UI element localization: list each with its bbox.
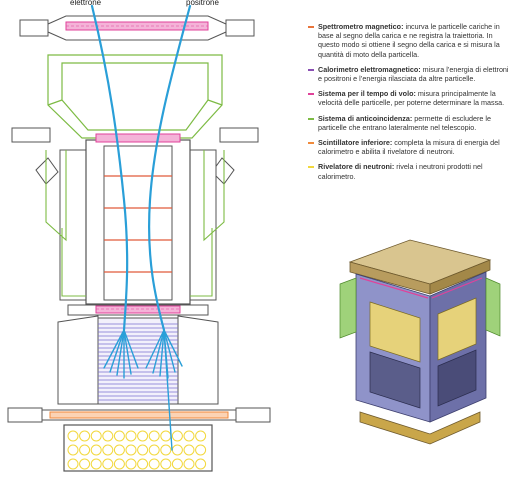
top-tof-assembly: [19, 15, 255, 41]
neutron-tube: [183, 430, 195, 442]
neutron-tube: [79, 458, 91, 470]
neutron-tube: [67, 458, 79, 470]
neutron-tube: [148, 458, 160, 470]
legend: Spettrometro magnetico: incurva le parti…: [308, 22, 513, 187]
legend-item-spectrometer: Spettrometro magnetico: incurva le parti…: [308, 22, 513, 59]
neutron-tubes: [67, 430, 207, 470]
neutron-tube: [195, 444, 207, 456]
neutron-tube: [113, 444, 125, 456]
legend-description: misura principalmente la velocità delle …: [318, 89, 505, 108]
neutron-tube: [102, 458, 114, 470]
legend-swatch: [308, 117, 314, 120]
legend-description: incurva le particelle cariche in base al…: [318, 22, 500, 59]
neutron-tube: [90, 444, 102, 456]
legend-description: completa la misura di energia del calori…: [318, 138, 500, 157]
legend-swatch: [308, 68, 314, 71]
neutron-tube: [195, 430, 207, 442]
render-top-plate: [348, 239, 492, 295]
lower-tof-assembly: [67, 304, 209, 316]
spectrometer-housing: [11, 127, 259, 305]
neutron-tube: [171, 430, 183, 442]
neutron-tube: [148, 430, 160, 442]
neutron-tube: [79, 444, 91, 456]
legend-swatch: [308, 26, 314, 28]
legend-title: Rivelatore di neutroni:: [318, 162, 395, 172]
neutron-tube: [67, 430, 79, 442]
neutron-tube: [171, 458, 183, 470]
positron-track: [147, 4, 192, 332]
neutron-tube: [125, 430, 137, 442]
legend-swatch: [308, 142, 314, 145]
instrument-3d-render: [339, 239, 501, 445]
render-base: [359, 411, 481, 445]
neutron-tube: [90, 430, 102, 442]
particle-tracks: [90, 4, 192, 451]
legend-swatch: [308, 93, 314, 96]
legend-title: Scintillatore inferiore:: [318, 138, 393, 148]
spectrometer-planes: [104, 175, 172, 273]
bottom-scintillator: [7, 407, 271, 423]
neutron-tube: [113, 458, 125, 470]
legend-description: permette di escludere le particelle che …: [318, 113, 491, 132]
legend-title: Calorimetro elettromagnetico:: [318, 64, 421, 74]
neutron-tube: [183, 444, 195, 456]
neutron-tube: [148, 444, 160, 456]
anticoincidence-funnel: [47, 54, 223, 139]
legend-swatch: [308, 166, 314, 169]
calorimeter-layers: [98, 323, 178, 401]
neutron-tube: [125, 458, 137, 470]
legend-title: Spettrometro magnetico:: [318, 22, 404, 31]
neutron-tube: [137, 458, 149, 470]
neutron-tube: [183, 458, 195, 470]
positron-label: positrone: [186, 0, 219, 7]
neutron-tube: [160, 458, 172, 470]
neutron-tube: [79, 430, 91, 442]
neutron-tube: [125, 444, 137, 456]
legend-item-time-of-flight: Sistema per il tempo di volo: misura pri…: [308, 89, 513, 107]
legend-title: Sistema per il tempo di volo:: [318, 89, 416, 99]
neutron-tube: [195, 458, 207, 470]
legend-description: rivela i neutroni prodotti nel calorimet…: [318, 162, 483, 181]
neutron-tube: [160, 444, 172, 456]
anticoincidence-sides: [45, 150, 225, 297]
electron-label: elettrone: [70, 0, 102, 7]
legend-title: Sistema di anticoincidenza:: [318, 113, 413, 123]
render-accents: [359, 277, 483, 299]
neutron-tube: [137, 444, 149, 456]
render-green-panels: [339, 277, 501, 339]
neutron-tube: [113, 430, 125, 442]
legend-description: misura l’energia di elettroni e positron…: [318, 64, 509, 84]
neutron-tube: [102, 444, 114, 456]
neutron-tube: [102, 430, 114, 442]
legend-item-scintillator: Scintillatore inferiore: completa la mis…: [308, 138, 513, 156]
neutron-tube: [137, 430, 149, 442]
render-body: [355, 271, 487, 423]
neutron-tube: [67, 444, 79, 456]
legend-item-anticoincidence: Sistema di anticoincidenza: permette di …: [308, 114, 513, 132]
electron-track: [90, 4, 129, 332]
legend-item-neutron-detector: Rivelatore di neutroni: rivela i neutron…: [308, 162, 513, 181]
legend-item-calorimeter: Calorimetro elettromagnetico: misura l’e…: [308, 65, 513, 83]
neutron-tube: [90, 458, 102, 470]
